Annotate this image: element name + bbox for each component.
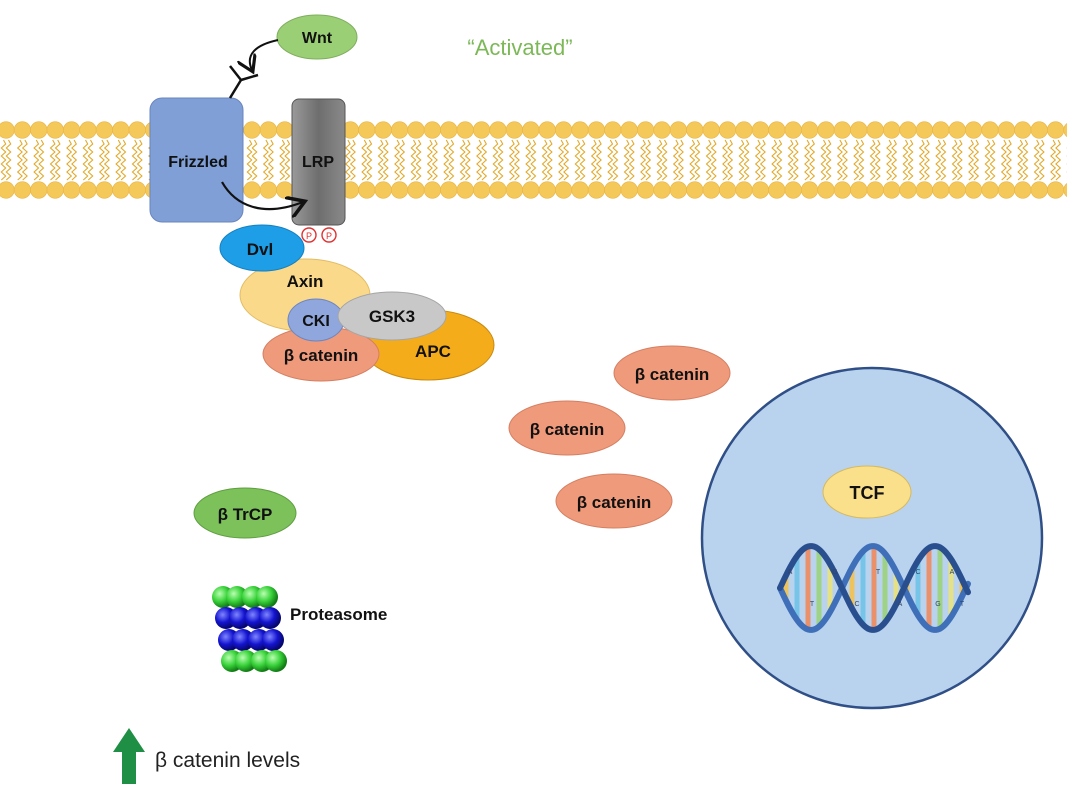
gsk3-label: GSK3 <box>369 307 415 326</box>
phosphorylation-marks: P P <box>301 227 337 243</box>
cki-label: CKI <box>302 313 330 330</box>
beta-trcp-label: β TrCP <box>218 505 273 524</box>
phospho-mark-2: P <box>326 231 332 241</box>
dna-base-letter: G <box>832 569 837 576</box>
dna-base-letter: A <box>950 569 955 576</box>
tcf-transcription-factor: TCF <box>822 465 912 519</box>
frizzled-binding-site <box>228 65 259 99</box>
wnt-ligand: Wnt <box>276 14 358 60</box>
frizzled-receptor: Frizzled <box>149 97 244 223</box>
proteasome-label: Proteasome <box>290 605 387 624</box>
dna-base-letter: T <box>810 601 815 608</box>
free-beta-catenin-3: β catenin <box>555 473 673 529</box>
axin-label: Axin <box>287 272 324 291</box>
dna-base-letter: G <box>935 601 940 608</box>
free-beta-catenin-1: β catenin <box>613 345 731 401</box>
lrp-label: LRP <box>302 154 334 171</box>
dna-base-letter: C <box>854 601 859 608</box>
free-beta-catenin-2-label: β catenin <box>530 420 605 439</box>
free-beta-catenin-3-label: β catenin <box>577 493 652 512</box>
activated-status-label: “Activated” <box>467 35 572 60</box>
dna-base-letter: T <box>876 569 881 576</box>
beta-catenin-levels-label: β catenin levels <box>155 749 300 772</box>
bound-beta-catenin-label: β catenin <box>284 346 359 365</box>
free-beta-catenin-2: β catenin <box>508 400 626 456</box>
dna-base-letter: A <box>898 601 903 608</box>
apc-label: APC <box>415 342 451 361</box>
free-beta-catenin-1-label: β catenin <box>635 365 710 384</box>
dna-double-helix: A T G C T A C G A T <box>777 543 971 633</box>
beta-trcp: β TrCP <box>193 487 297 539</box>
phospho-mark-1: P <box>306 231 312 241</box>
wnt-label: Wnt <box>302 30 333 47</box>
nucleus <box>700 366 1044 710</box>
lrp-coreceptor: LRP <box>291 98 346 226</box>
up-arrow-icon <box>113 728 145 784</box>
tcf-label: TCF <box>850 483 885 503</box>
proteasome-icon <box>212 586 287 672</box>
dvl-label: Dvl <box>247 240 273 259</box>
dna-base-letter: C <box>915 569 920 576</box>
dvl-protein <box>219 224 305 272</box>
destruction-complex: APC Axin Dvl β catenin CKI GSK3 <box>219 224 495 382</box>
frizzled-label: Frizzled <box>168 154 228 171</box>
wnt-binding-arrow <box>250 39 279 70</box>
dna-base-letter: A <box>788 569 793 576</box>
gsk3-protein <box>337 291 447 341</box>
frizzled-to-lrp-arrow <box>221 181 303 209</box>
dna-base-letter: T <box>960 601 965 608</box>
